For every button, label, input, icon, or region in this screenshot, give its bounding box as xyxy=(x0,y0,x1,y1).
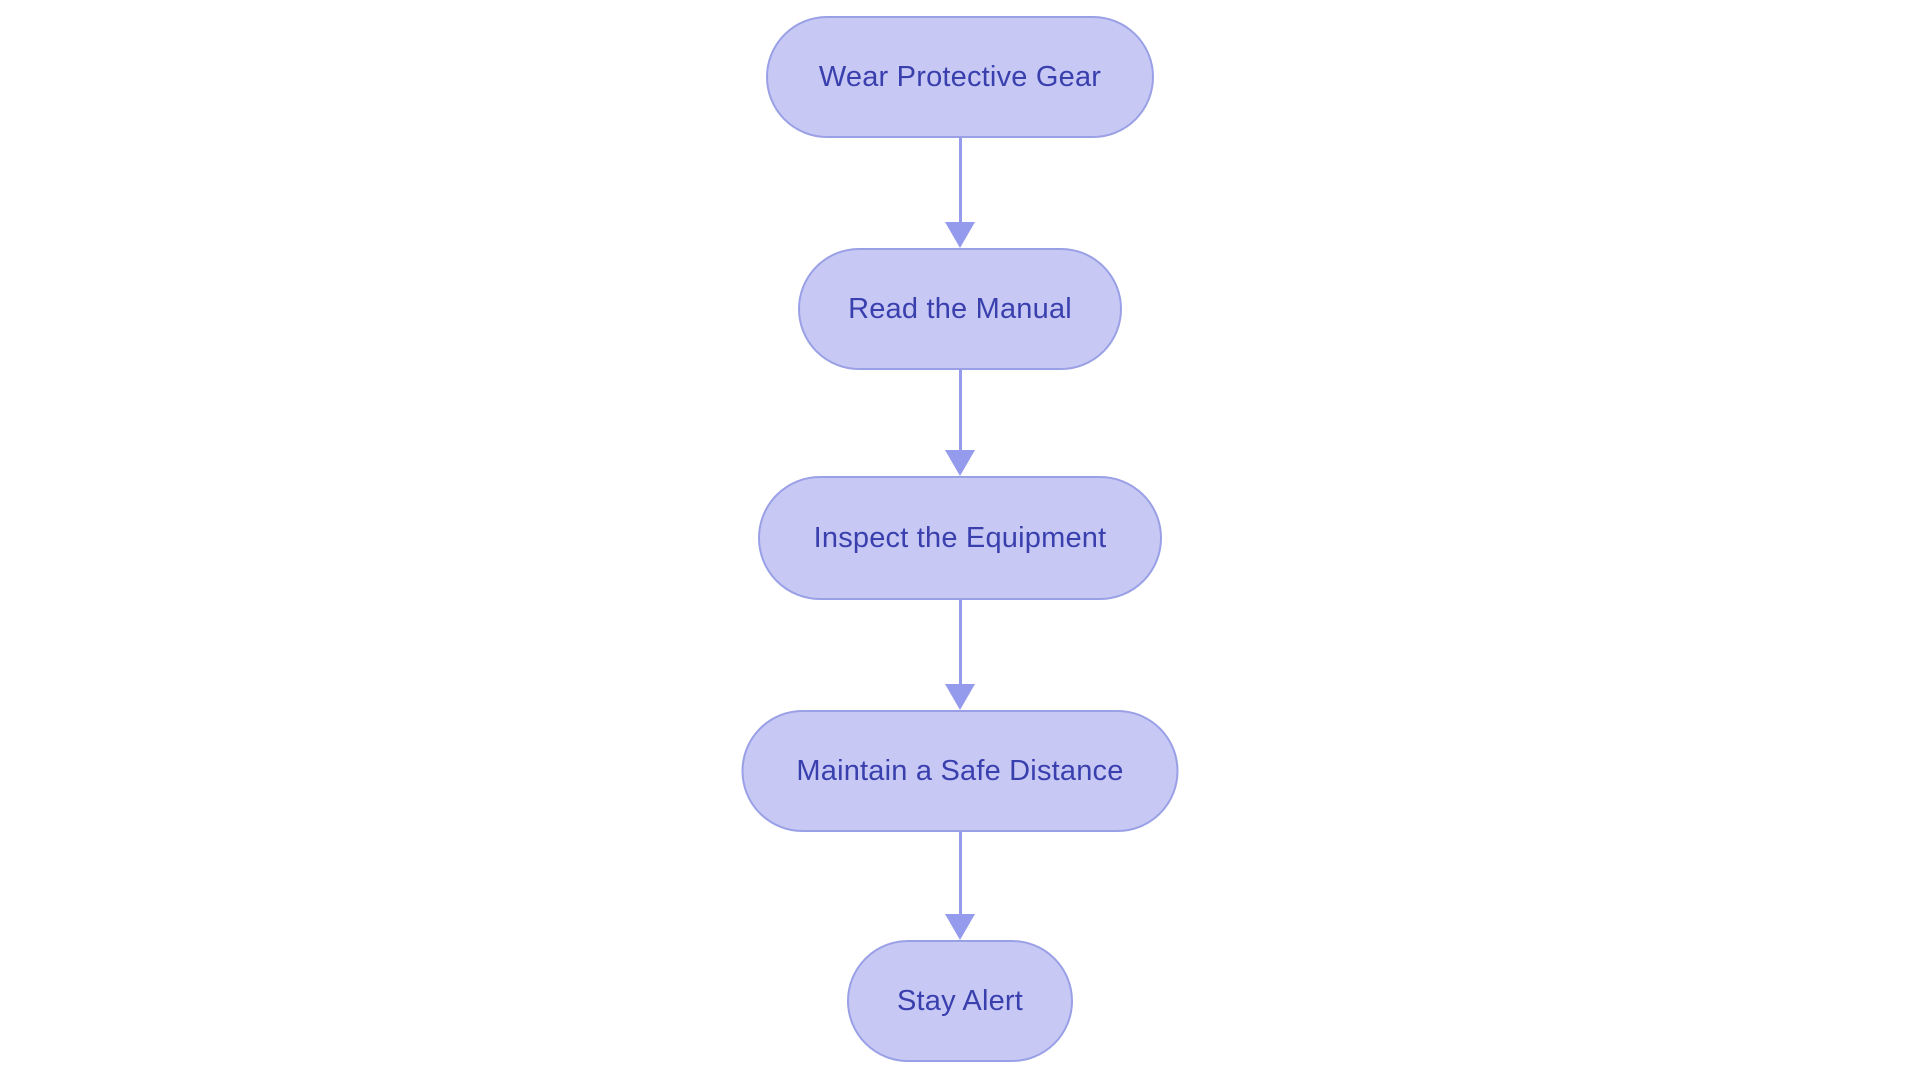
flow-node-read-the-manual: Read the Manual xyxy=(798,248,1122,370)
flow-arrow-4 xyxy=(944,832,976,940)
arrow-shaft xyxy=(958,832,962,914)
flow-node-label: Stay Alert xyxy=(896,984,1024,1017)
flow-arrow-2 xyxy=(944,370,976,476)
flow-node-label: Inspect the Equipment xyxy=(813,521,1107,554)
arrow-head-icon xyxy=(945,450,975,476)
flow-node-label: Maintain a Safe Distance xyxy=(796,754,1124,787)
arrow-head-icon xyxy=(945,222,975,248)
arrow-shaft xyxy=(958,370,962,450)
flow-node-maintain-a-safe-distance: Maintain a Safe Distance xyxy=(741,710,1179,832)
flow-node-wear-protective-gear: Wear Protective Gear xyxy=(766,16,1154,138)
flow-node-stay-alert: Stay Alert xyxy=(847,940,1073,1062)
flow-arrow-1 xyxy=(944,138,976,248)
arrow-head-icon xyxy=(945,914,975,940)
flow-node-label: Wear Protective Gear xyxy=(818,60,1102,93)
flow-node-inspect-the-equipment: Inspect the Equipment xyxy=(758,476,1162,600)
arrow-shaft xyxy=(958,600,962,684)
arrow-head-icon xyxy=(945,684,975,710)
arrow-shaft xyxy=(958,138,962,222)
flow-node-label: Read the Manual xyxy=(848,292,1072,325)
flow-arrow-3 xyxy=(944,600,976,710)
